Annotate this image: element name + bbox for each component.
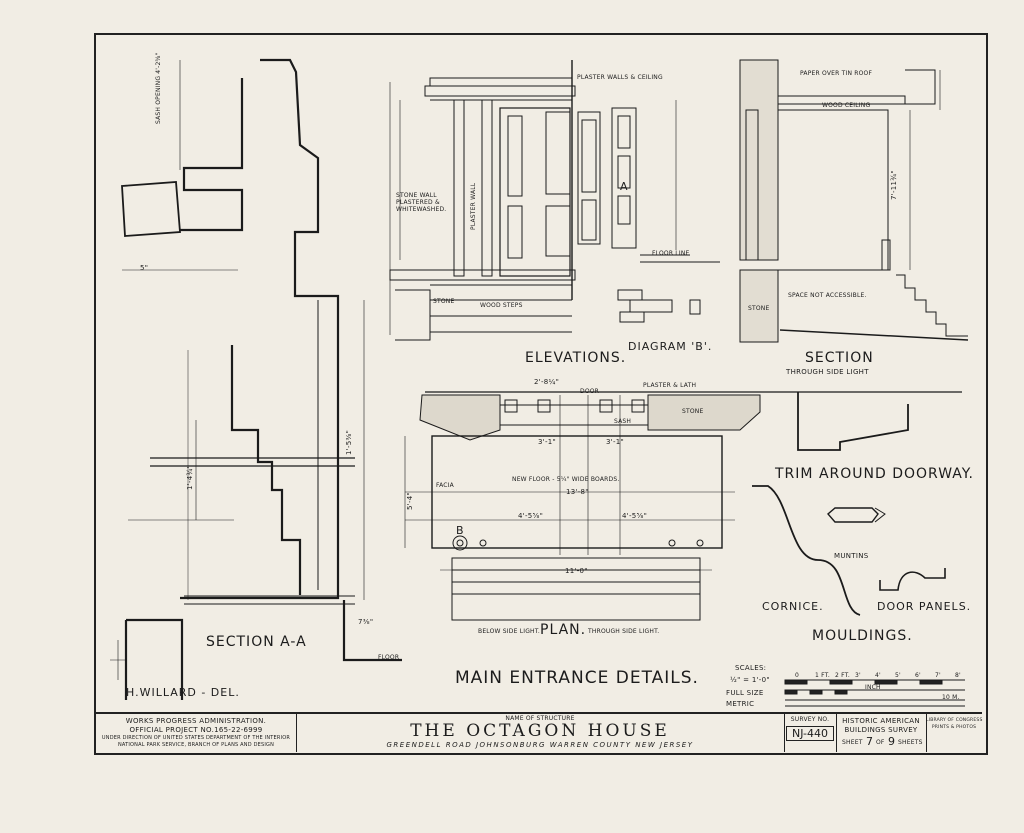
main-title: MAIN ENTRANCE DETAILS. xyxy=(455,668,699,688)
wpa-cell: WORKS PROGRESS ADMINISTRATION. OFFICIAL … xyxy=(96,714,297,752)
facia-note: FACIA xyxy=(436,482,454,489)
scale-foot-mark: 2 FT. xyxy=(835,672,850,679)
diagram-b-label: DIAGRAM 'B'. xyxy=(628,340,713,353)
scale-half-inch: ½" = 1'-0" xyxy=(730,676,770,684)
door-note: DOOR xyxy=(580,388,600,395)
wpa-line-4: NATIONAL PARK SERVICE, BRANCH OF PLANS A… xyxy=(117,742,275,748)
scale-foot-mark: 7' xyxy=(935,672,941,679)
elevations-label: ELEVATIONS. xyxy=(525,350,627,366)
section-aa-label: SECTION A-A xyxy=(206,634,307,650)
dim-11-0: 11'-0" xyxy=(565,567,588,575)
wood-steps-note: WOOD STEPS xyxy=(480,302,523,309)
scale-inch-label: INCH xyxy=(865,684,881,691)
loc-cell: LIBRARY OF CONGRESS PRINTS & PHOTOS xyxy=(926,714,982,752)
side-section-drawing xyxy=(739,59,969,343)
floor-line-note: FLOOR LINE xyxy=(652,250,690,257)
plan-label: PLAN. xyxy=(540,622,587,638)
loc-line-2: PRINTS & PHOTOS xyxy=(931,725,977,730)
plaster-wall-note: PLASTER WALL xyxy=(470,182,477,230)
dim-5-4: 5'-4" xyxy=(406,491,414,510)
elevations-drawing xyxy=(389,60,720,341)
trim-label: TRIM AROUND DOORWAY. xyxy=(775,466,974,482)
section-label: SECTION xyxy=(805,350,874,366)
scale-metric: METRIC xyxy=(726,700,755,708)
wpa-line-3: UNDER DIRECTION OF UNITED STATES DEPARTM… xyxy=(101,735,291,741)
cornice-label: CORNICE. xyxy=(762,600,824,613)
scale-foot-mark: 3' xyxy=(855,672,861,679)
diagram-marker-b: B xyxy=(456,524,465,537)
scale-foot-mark: 6' xyxy=(915,672,921,679)
habs-cell: HISTORIC AMERICAN BUILDINGS SURVEY SHEET… xyxy=(836,714,927,752)
scale-foot-mark: 5' xyxy=(895,672,901,679)
dim-4-5-right: 4'-5⅝" xyxy=(622,512,648,520)
muntins-label: MUNTINS xyxy=(834,552,869,560)
structure-name-label: NAME OF STRUCTURE xyxy=(505,715,575,722)
stone-note-elev: STONE xyxy=(433,298,455,305)
wpa-line-2: OFFICIAL PROJECT NO.165-22-6999 xyxy=(129,726,263,734)
sash-note: SASH xyxy=(614,418,632,425)
door-panels-label: DOOR PANELS. xyxy=(877,600,972,613)
sheet-total: 9 xyxy=(888,735,896,748)
habs-line-1: HISTORIC AMERICAN xyxy=(842,717,920,725)
sheets-label: SHEETS xyxy=(898,739,923,746)
sheet-of: OF xyxy=(876,739,885,746)
mouldings-label: MOULDINGS. xyxy=(812,628,913,644)
scale-cm-label: 10 M. xyxy=(942,694,960,701)
dim-3-1-left: 3'-1" xyxy=(538,438,557,446)
scale-foot-mark: 1 FT. xyxy=(815,672,830,679)
new-floor-note: NEW FLOOR - 5¼" WIDE BOARDS. xyxy=(512,476,620,483)
scale-foot-mark: 8' xyxy=(955,672,961,679)
survey-cell: SURVEY NO. NJ-440 xyxy=(784,714,837,752)
mouldings-drawing xyxy=(752,392,946,616)
not-accessible-note: SPACE NOT ACCESSIBLE. xyxy=(788,292,867,299)
dim-4-5-left: 4'-5⅝" xyxy=(518,512,544,520)
sash-opening-note: SASH OPENING 4'-2⅝" xyxy=(155,52,162,124)
dim-7-3-8: 7⅜" xyxy=(358,618,374,626)
scale-foot-mark: 4' xyxy=(875,672,881,679)
paper-roof-note: PAPER OVER TIN ROOF xyxy=(800,70,873,77)
plaster-lath-note: PLASTER & LATH xyxy=(643,382,697,389)
wpa-line-1: WORKS PROGRESS ADMINISTRATION. xyxy=(125,717,267,725)
dim-13-8: 13'-8" xyxy=(566,488,589,496)
scales-label: SCALES: xyxy=(735,664,767,672)
dim-5in: 5" xyxy=(140,264,149,272)
section-marker-a: A xyxy=(620,180,629,193)
section-aa-drawing xyxy=(110,58,402,700)
plan-left-caption: BELOW SIDE LIGHT. xyxy=(478,628,541,635)
floor-note: FLOOR xyxy=(378,654,400,661)
delineator-credit: H.WILLARD - DEL. xyxy=(126,686,240,699)
wood-ceiling-note: WOOD CEILING xyxy=(822,102,871,109)
plan-right-caption: THROUGH SIDE LIGHT. xyxy=(588,628,660,635)
title-block: WORKS PROGRESS ADMINISTRATION. OFFICIAL … xyxy=(96,712,982,752)
scale-bar xyxy=(784,679,965,707)
stone-note-section: STONE xyxy=(748,305,770,312)
survey-number: NJ-440 xyxy=(786,726,834,741)
plaster-walls-note: PLASTER WALLS & CEILING xyxy=(577,74,663,81)
loc-line-1: LIBRARY OF CONGRESS xyxy=(926,718,983,723)
section-sub-label: THROUGH SIDE LIGHT xyxy=(786,368,869,376)
dim-1-4-3-4: 1'-4¾" xyxy=(186,464,194,490)
sheet-number: 7 xyxy=(866,735,874,748)
survey-no-label: SURVEY NO. xyxy=(790,716,830,723)
structure-name: THE OCTAGON HOUSE xyxy=(410,721,670,741)
plan-drawing xyxy=(404,391,962,621)
sheet-label: SHEET xyxy=(842,739,863,746)
dim-3-1-right: 3'-1" xyxy=(606,438,625,446)
scale-full-size: FULL SIZE xyxy=(726,689,764,697)
dim-1-5-3-8: 1'-5⅜" xyxy=(345,429,353,455)
dim-2-8: 2'-8¼" xyxy=(534,378,560,386)
stone-wall-note: STONE WALL PLASTERED & WHITEWASHED. xyxy=(396,192,447,213)
sheet-border xyxy=(94,33,988,755)
dim-7-11-3-4: 7'-11¾" xyxy=(890,170,898,200)
habs-line-2: BUILDINGS SURVEY xyxy=(844,726,918,734)
structure-location: GREENDELL ROAD JOHNSONBURG WARREN COUNTY… xyxy=(386,741,694,749)
scale-foot-mark: 0 xyxy=(795,672,800,679)
stone-note-plan: STONE xyxy=(682,408,704,415)
structure-cell: NAME OF STRUCTURE THE OCTAGON HOUSE GREE… xyxy=(296,714,785,752)
